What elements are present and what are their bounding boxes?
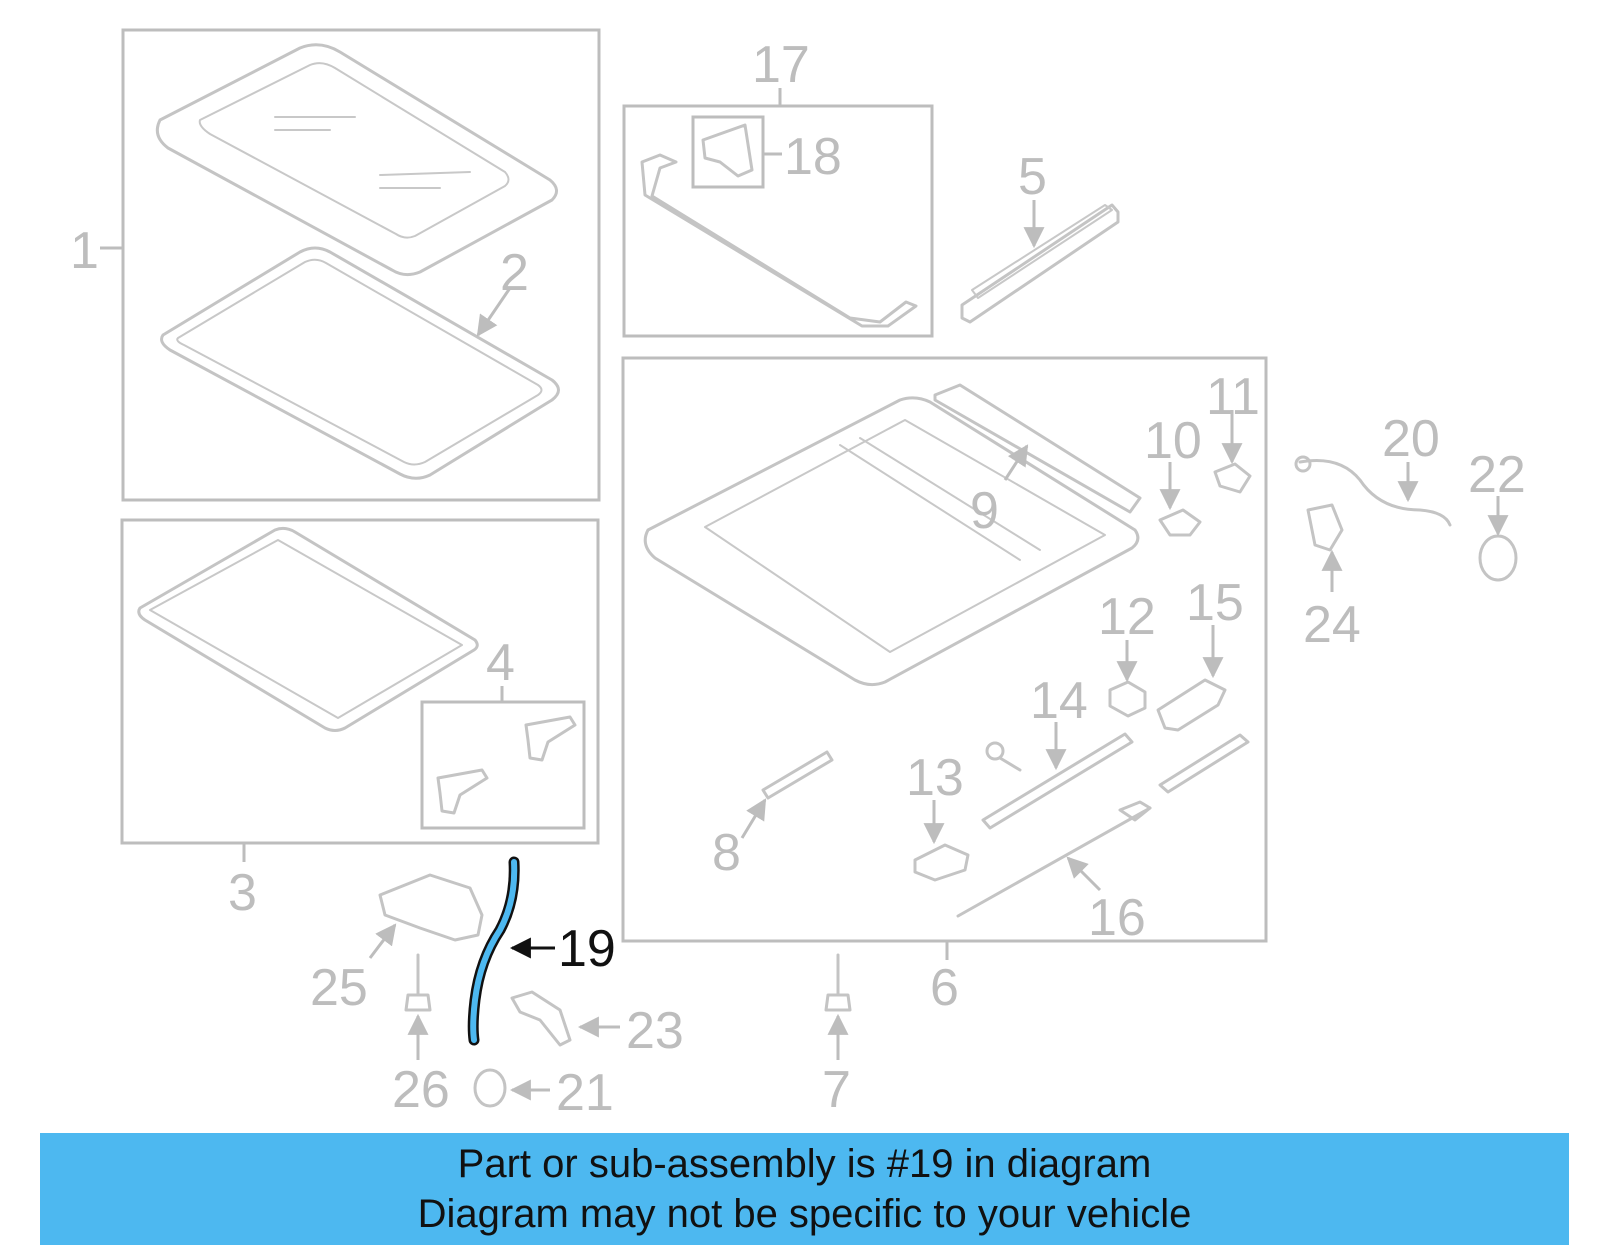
part-24-clip: 24 [1303,503,1361,654]
group-1-glass-assembly: 1 2 [70,28,601,502]
group-17-deflector-assembly: 17 18 [622,36,934,338]
label-12: 12 [1098,588,1156,646]
banner-line-2: Diagram may not be specific to your vehi… [417,1192,1192,1236]
label-8: 8 [712,824,741,882]
label-7: 7 [822,1061,851,1119]
part-20-drain-hose: 20 [1294,410,1452,527]
label-20: 20 [1382,410,1440,468]
label-2: 2 [500,244,529,302]
label-26: 26 [392,1061,450,1119]
label-25: 25 [310,959,368,1017]
label-16: 16 [1088,889,1146,947]
part-21-fitting: 21 [473,1064,614,1122]
banner-line-1: Part or sub-assembly is #19 in diagram [457,1142,1152,1186]
group-6-frame-assembly: 6 9 10 11 12 15 14 13 [621,356,1268,1017]
label-3: 3 [228,864,257,922]
part-5-rail: 5 [960,148,1120,324]
info-banner: Part or sub-assembly is #19 in diagram D… [40,1133,1569,1245]
label-19: 19 [558,920,616,978]
part-26-bolt: 26 [392,953,450,1119]
label-15: 15 [1186,574,1244,632]
part-19-highlighted-hose: 19 [467,856,616,1046]
label-10: 10 [1144,412,1202,470]
label-22: 22 [1468,446,1526,504]
group-3-sunshade-assembly: 3 4 [120,518,600,922]
label-1: 1 [70,222,99,280]
label-9: 9 [970,482,999,540]
label-17: 17 [752,36,810,94]
part-23-bracket: 23 [510,990,684,1060]
part-22-grommet: 22 [1468,446,1526,582]
label-11: 11 [1206,368,1260,426]
label-5: 5 [1018,148,1047,206]
label-13: 13 [906,749,964,807]
label-21: 21 [556,1064,614,1122]
label-24: 24 [1303,596,1361,654]
part-25-motor: 25 [310,873,484,1017]
part-7-bolt: 7 [822,953,852,1119]
label-23: 23 [626,1002,684,1060]
label-14: 14 [1030,672,1088,730]
label-18: 18 [784,128,842,186]
label-6: 6 [930,959,959,1017]
label-4: 4 [486,634,515,692]
